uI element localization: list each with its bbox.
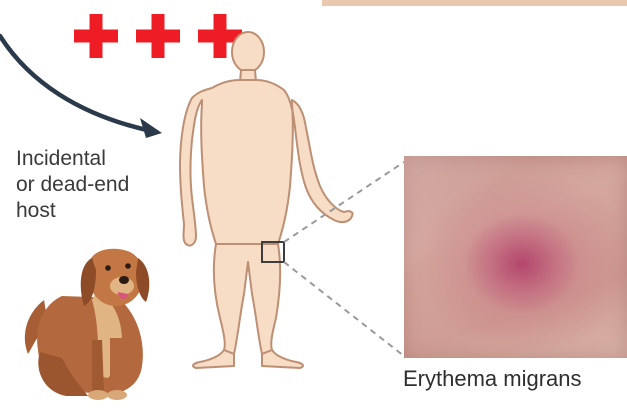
curved-arrow-icon — [0, 36, 156, 132]
photo-caption: Erythema migrans — [403, 366, 582, 392]
red-cross-icon — [214, 14, 227, 58]
erythema-migrans-photo — [404, 156, 627, 358]
host-label-line-2: or dead-end — [16, 172, 129, 198]
host-label: Incidental or dead-end host — [16, 146, 129, 224]
red-cross-icon — [90, 14, 103, 58]
red-cross-group — [74, 14, 242, 58]
photo-shading — [404, 156, 627, 358]
arrow-head — [140, 118, 162, 138]
host-label-line-1: Incidental — [16, 146, 129, 172]
dog-icon — [25, 249, 149, 400]
red-cross-icon — [152, 14, 165, 58]
human-figure-icon — [180, 32, 353, 368]
host-label-line-3: host — [16, 198, 129, 224]
leader-line-bottom — [284, 262, 404, 356]
